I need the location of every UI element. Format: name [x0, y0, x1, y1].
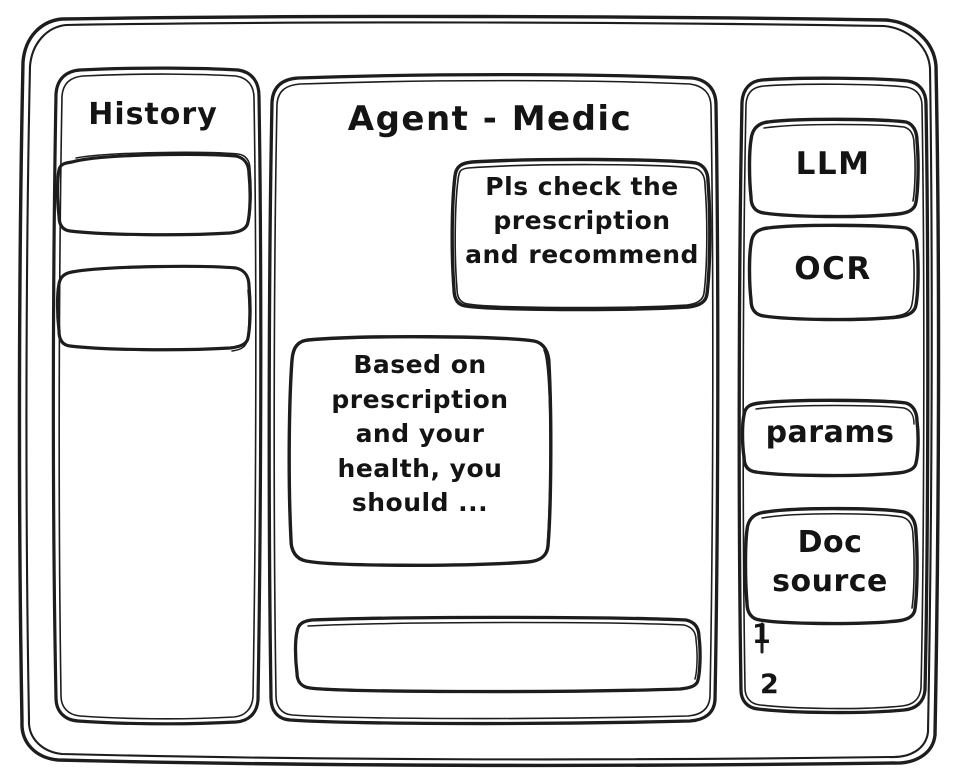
- user-message-text: Pls check the prescription and recommend: [465, 172, 699, 269]
- composer-input[interactable]: [295, 617, 701, 691]
- user-message-bubble[interactable]: [453, 158, 709, 310]
- history-item-1-outline: [55, 151, 252, 237]
- ocr-block-label: OCR: [794, 251, 872, 287]
- history-panel-title: History: [88, 97, 218, 132]
- user-message-bubble-outline: [450, 157, 712, 312]
- agent-message-bubble-outline: [287, 335, 553, 567]
- history-item-2[interactable]: [58, 265, 250, 351]
- doc-source-item-1[interactable]: 1: [752, 619, 772, 650]
- doc-source-item-2[interactable]: 2: [760, 669, 780, 700]
- composer-input-outline: [293, 615, 702, 694]
- doc-source-block[interactable]: [746, 507, 918, 623]
- ocr-block[interactable]: [750, 224, 918, 319]
- main-panel-outline: [267, 72, 720, 726]
- agent-message-text: Based on prescription and your health, y…: [331, 350, 509, 517]
- ocr-box-outline: [747, 223, 920, 322]
- tools-panel-outline: [737, 76, 930, 715]
- history-panel-outline: [51, 66, 263, 726]
- agent-message-bubble[interactable]: [288, 335, 551, 565]
- params-block-label: params: [765, 415, 895, 450]
- llm-block-label: LLM: [795, 146, 871, 182]
- page-title: Agent - Medic: [347, 99, 633, 139]
- params-box-outline: [740, 398, 920, 478]
- history-item-1[interactable]: [58, 152, 250, 234]
- llm-box-outline: [747, 117, 920, 219]
- history-item-2-outline: [55, 264, 252, 352]
- doc-source-block-label: Doc source: [772, 525, 888, 599]
- docsource-box-outline: [743, 506, 919, 626]
- params-block[interactable]: [743, 399, 918, 475]
- llm-block[interactable]: [750, 118, 918, 216]
- app-window-frame: [17, 14, 941, 768]
